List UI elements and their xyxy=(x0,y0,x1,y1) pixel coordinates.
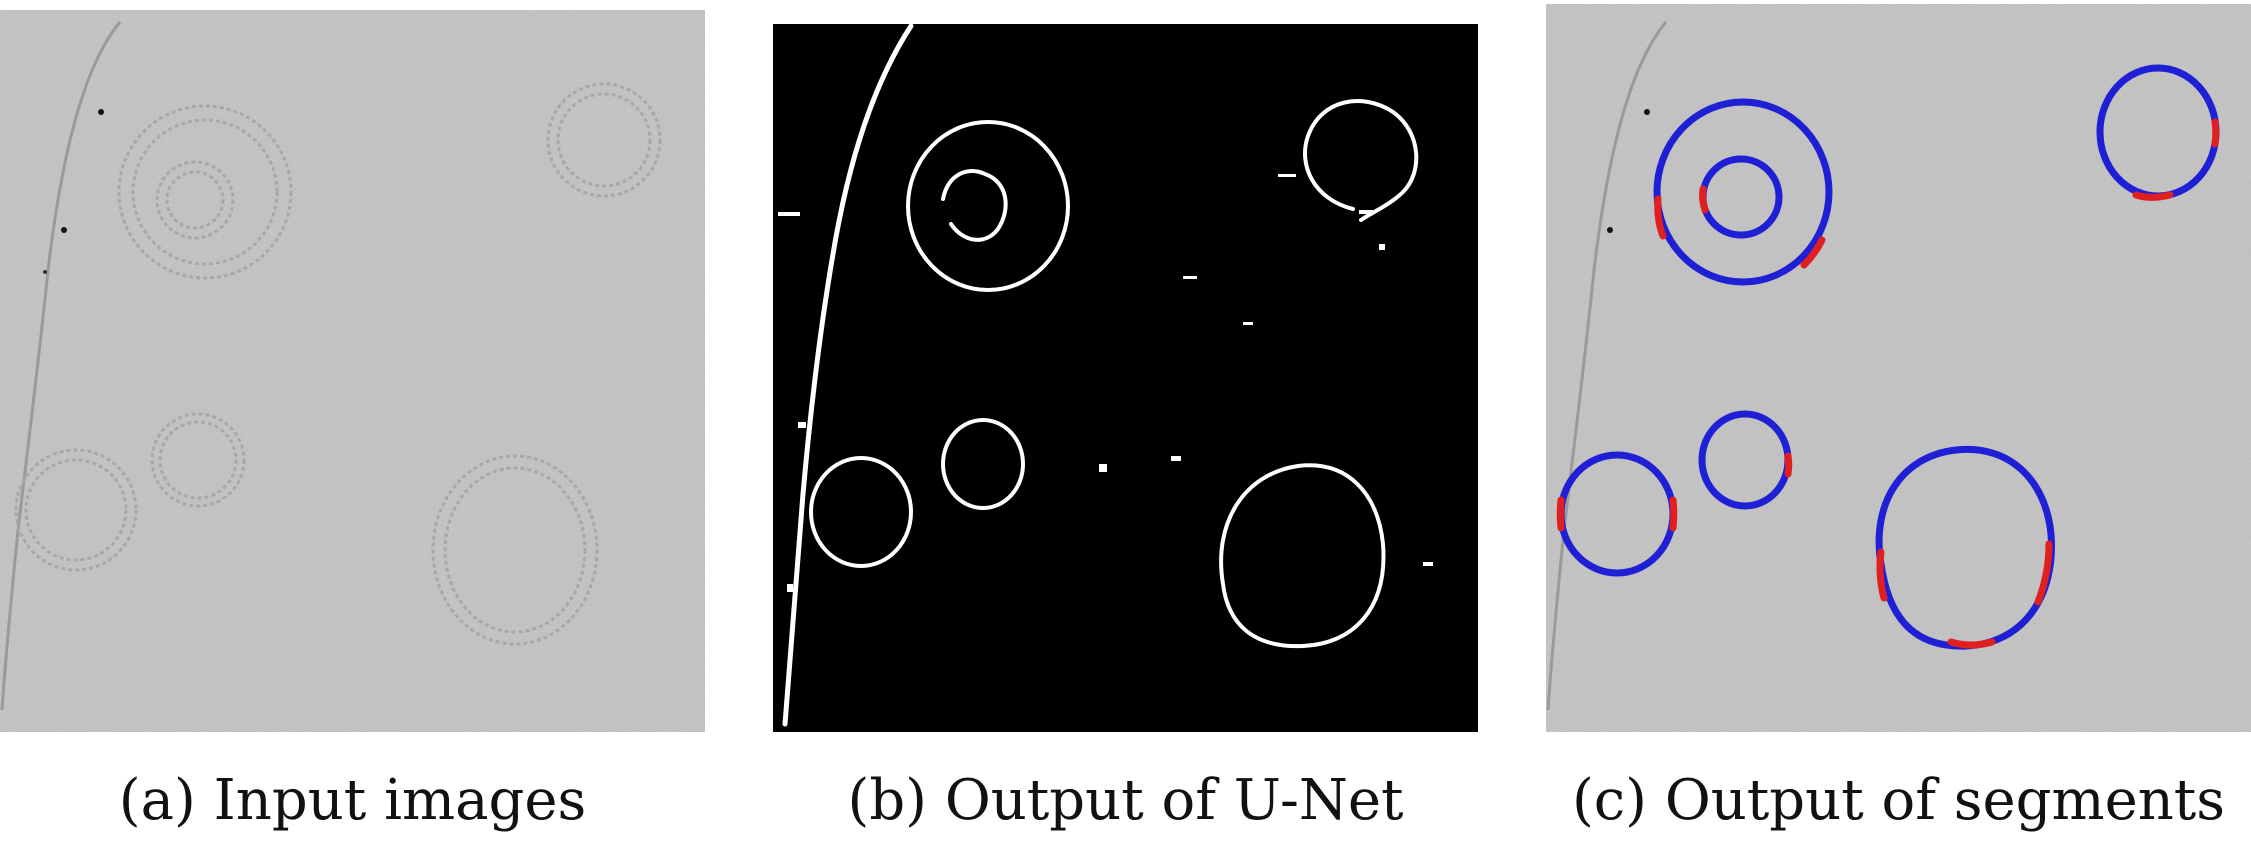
unet-vesicle-large xyxy=(1219,463,1386,649)
carbon-edge xyxy=(0,21,122,711)
unet-specks xyxy=(778,174,1433,592)
segment-mismatch xyxy=(1947,638,1996,649)
unet-ring-outer xyxy=(906,120,1070,292)
segment-mismatch xyxy=(2132,191,2174,201)
unet-vesicle-lower-left xyxy=(809,456,913,568)
micrograph-noise xyxy=(0,10,705,732)
segment-mismatch xyxy=(1669,496,1678,532)
particle-dot xyxy=(43,270,47,274)
segment-mismatch xyxy=(1876,548,1888,602)
unet-output-panel xyxy=(773,24,1478,732)
particle-dot xyxy=(61,227,67,233)
unet-background xyxy=(773,24,1478,732)
unet-contours xyxy=(782,24,1419,727)
segment-mismatch xyxy=(1800,236,1826,269)
segment-mismatch xyxy=(2211,118,2220,148)
particle-dot xyxy=(1607,227,1613,233)
particle-dot xyxy=(1644,109,1650,115)
unet-ring-inner xyxy=(941,169,1008,242)
caption-segments-output: (c) Output of segments xyxy=(1571,768,2226,833)
unet-vesicle-top-right xyxy=(1303,99,1419,222)
segment-mismatch xyxy=(1654,195,1667,240)
segment-ring-outer xyxy=(1653,98,1833,286)
segments-output-image xyxy=(1546,4,2251,732)
segment-vesicle-large xyxy=(1875,445,2055,650)
segment-mismatch xyxy=(2034,540,2053,606)
carbon-edge xyxy=(1546,21,1668,711)
unet-output-image xyxy=(773,24,1478,732)
input-image-panel xyxy=(0,10,705,732)
segments-output-panel xyxy=(1546,4,2251,732)
particle-dot xyxy=(98,109,104,115)
unet-carbon-edge xyxy=(782,24,914,727)
vesicles-faint xyxy=(14,82,662,646)
segments-noise xyxy=(1546,4,2251,732)
segment-mismatch xyxy=(1556,496,1565,532)
unet-vesicle-small xyxy=(941,418,1025,510)
caption-input-images: (a) Input images xyxy=(118,768,587,833)
caption-unet-output: (b) Output of U-Net xyxy=(847,768,1404,833)
segment-contours xyxy=(1556,64,2220,650)
segment-mismatch xyxy=(1699,185,1709,214)
segment-mismatch xyxy=(1784,452,1793,478)
input-micrograph xyxy=(0,10,705,732)
